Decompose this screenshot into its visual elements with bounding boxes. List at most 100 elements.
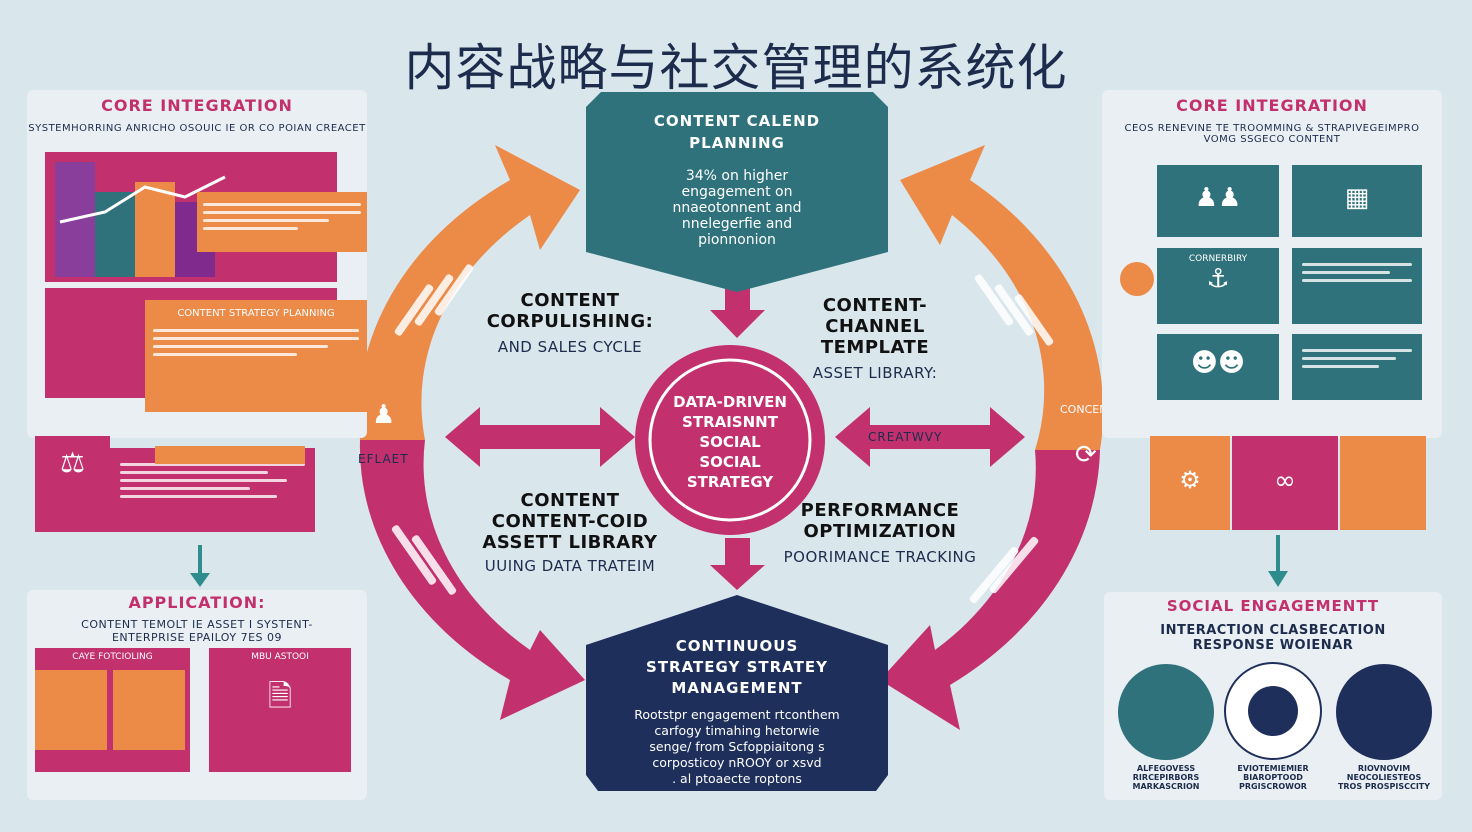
bottom-box-title-3: MANAGEMENT <box>671 679 803 697</box>
left-bottom-panel: APPLICATION: CONTENT TEMOLT IE ASSET I S… <box>27 590 367 800</box>
caption-1: ALFEGOVESS RIRCEPIRBORS MARKASCRION <box>1132 764 1200 791</box>
left-bottom-subtitle: CONTENT TEMOLT IE ASSET I SYSTENT- ENTER… <box>81 618 313 644</box>
left-bottom-card-1-label: CAYE FOTCIOLING <box>72 652 153 662</box>
label-ne-sub: ASSET LIBRARY: <box>812 364 938 382</box>
avatar-icon <box>1118 664 1214 760</box>
ring-arc-magenta-left <box>359 440 585 720</box>
bottom-box-title-1: CONTINUOUS <box>675 637 799 655</box>
label-nw: CONTENT CORPULISHING: AND SALES CYCLE <box>470 290 670 356</box>
top-box-title: CONTENT CALEND <box>653 112 821 130</box>
bottom-box-title-2: STRATEGY STRATEY <box>646 658 828 676</box>
ring-arc-orange-left <box>358 145 580 440</box>
left-mid-card-3 <box>155 446 305 464</box>
label-sw-line-2: CONTENT-COID <box>491 511 649 532</box>
right-top-subtitle: CEOS RENEVINE TE TROOMMING & STRAPIVEGEI… <box>1124 123 1420 145</box>
hub-line-5: STRATEGY <box>686 473 774 491</box>
bottom-box-shape <box>586 595 888 791</box>
hub-label: DATA-DRIVEN STRAISNNT SOCIAL SOCIAL STRA… <box>650 392 810 492</box>
left-bottom-card-2: MBU ASTOOI 🗎 <box>209 648 351 772</box>
ring-right-label: CONCENT <box>1060 403 1115 416</box>
ring-arc-magenta-right <box>880 450 1100 730</box>
info-card-2-text: CONTENT STRATEGY PLANNING <box>177 308 335 319</box>
grid-card-5: ☻☻ <box>1157 334 1279 400</box>
refresh-icon: ⟳ <box>1075 440 1097 470</box>
right-mid-card-2: ∞ <box>1232 436 1338 530</box>
left-arrow-label: EFLAET <box>358 452 409 466</box>
right-bottom-subtitle-2: RESPONSE WOIENAR <box>1192 638 1354 653</box>
cycle-ring <box>358 145 1104 730</box>
label-sw: CONTENT CONTENT-COID ASSETT LIBRARY UUIN… <box>465 490 675 575</box>
top-box-line-3: nnaeotonnent and <box>672 200 802 216</box>
label-se: PERFORMANCE OPTIMIZATION POORIMANCE TRAC… <box>775 500 985 566</box>
right-top-title: CORE INTEGRATION <box>1176 96 1368 115</box>
left-top-title: CORE INTEGRATION <box>101 96 293 115</box>
caption-2: EVIOTEMIEMIER BIAROPTOOD PRGISCROWOR <box>1237 764 1309 791</box>
right-bottom-title: SOCIAL ENGAGEMENTT <box>1166 597 1380 615</box>
info-card-1 <box>197 192 367 252</box>
label-sw-line-1: CONTENT <box>520 490 620 511</box>
down-arrow-top <box>710 280 765 338</box>
left-top-subtitle: SYSTEMHORRING ANRICHO OSOUIC IE OR CO PO… <box>28 123 366 134</box>
down-arrow-left <box>190 545 210 587</box>
grid-card-3: CORNERBIRY ⚓ <box>1157 248 1279 324</box>
ring-arc-orange-right <box>900 145 1104 450</box>
left-bottom-card-1: CAYE FOTCIOLING <box>35 648 190 772</box>
right-mid-card-3 <box>1340 436 1426 530</box>
gear-icon: ⚙ <box>1179 466 1201 494</box>
hub-line-1: DATA-DRIVEN <box>673 393 787 411</box>
label-se-line-2: OPTIMIZATION <box>803 521 957 542</box>
worker-icon: ⚓ <box>1206 264 1230 294</box>
label-ne-line-1: CONTENT-CHANNEL <box>822 295 928 337</box>
bottom-box: CONTINUOUS STRATEGY STRATEY MANAGEMENT R… <box>586 637 888 787</box>
label-se-sub: POORIMANCE TRACKING <box>783 548 977 566</box>
grid-card-1: ♟♟ <box>1157 165 1279 237</box>
page-title: 内容战略与社交管理的系统化 <box>404 39 1068 97</box>
label-se-line-1: PERFORMANCE <box>800 500 960 521</box>
label-nw-line-1: CONTENT <box>520 290 620 311</box>
right-double-arrow <box>835 407 1025 467</box>
link-icon: ∞ <box>1274 466 1296 496</box>
grid-card-3-label: CORNERBIRY <box>1188 254 1248 264</box>
left-bottom-card-2-label: MBU ASTOOI <box>251 652 309 662</box>
down-arrow-right <box>1268 535 1288 587</box>
label-sw-line-3: ASSETT LIBRARY <box>482 532 658 553</box>
left-bottom-title: APPLICATION: <box>128 593 266 612</box>
file-icon: 🗎 <box>267 679 293 714</box>
info-card-2: CONTENT STRATEGY PLANNING <box>145 300 367 412</box>
top-box: CONTENT CALEND PLANNING 34% on higher en… <box>586 112 888 248</box>
top-box-line-5: pionnonion <box>698 232 776 248</box>
bottom-box-line-5: . al ptoaecte roptons <box>672 771 802 786</box>
top-box-shape <box>586 92 888 292</box>
top-box-title-2: PLANNING <box>689 134 785 152</box>
hub-circle <box>635 345 825 535</box>
badge-icon: ⚖ <box>59 446 86 479</box>
grid-card-2: ▦ <box>1292 165 1422 237</box>
left-mid-card-1: ⚖ <box>35 436 110 532</box>
target-icon <box>1224 662 1322 760</box>
bottom-box-line-2: carfogy timahing hetorwie <box>654 723 820 738</box>
hub-line-2: STRAISNNT <box>682 413 778 431</box>
chart-icon <box>55 162 226 277</box>
side-badge <box>1120 262 1154 296</box>
calendar-icon: ▦ <box>1344 183 1370 213</box>
label-ne-line-2: TEMPLATE <box>820 337 930 358</box>
label-nw-line-2: CORPULISHING: <box>486 311 654 332</box>
left-top-panel: CORE INTEGRATION SYSTEMHORRING ANRICHO O… <box>27 90 367 438</box>
grid-icon <box>35 670 107 750</box>
top-box-line-4: nnelegerfie and <box>681 216 793 232</box>
label-sw-sub: UUING DATA TRATEIM <box>484 557 656 575</box>
right-bottom-panel: SOCIAL ENGAGEMENTT INTERACTION CLASBECAT… <box>1104 592 1442 800</box>
bottom-box-line-1: Rootstpr engagement rtconthem <box>634 707 840 722</box>
right-bottom-subtitle-1: INTERACTION CLASBECATION <box>1160 623 1386 638</box>
left-double-arrow <box>445 407 635 467</box>
person-icon: ♟ <box>372 400 396 430</box>
label-nw-sub: AND SALES CYCLE <box>497 338 643 356</box>
team-icon: ♟♟ <box>1194 183 1242 213</box>
bottom-box-line-3: senge/ from Scfoppiaitong s <box>649 739 825 754</box>
down-arrow-bottom <box>710 538 765 590</box>
hub-line-4: SOCIAL <box>699 453 761 471</box>
top-box-line-2: engagement on <box>681 184 793 200</box>
right-mid-card-1: ⚙ <box>1150 436 1230 530</box>
avatar-icon-2 <box>1336 664 1432 760</box>
label-ne: CONTENT-CHANNEL TEMPLATE ASSET LIBRARY: <box>775 295 975 382</box>
